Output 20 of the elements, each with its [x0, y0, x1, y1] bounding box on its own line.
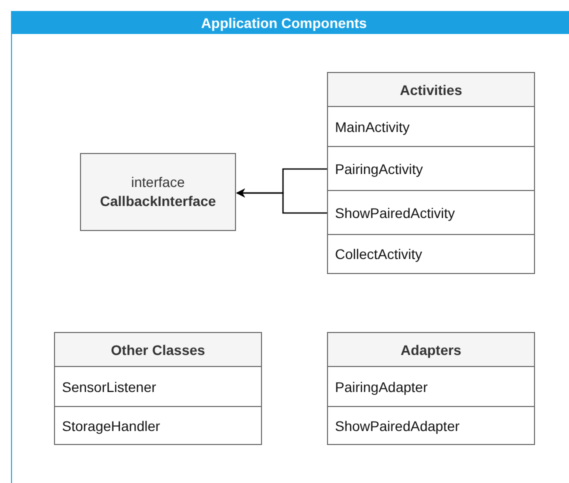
- class-group-box: [54, 332, 262, 445]
- class-entry: SensorListener: [55, 367, 261, 406]
- interface-box: [80, 153, 236, 231]
- class-group-box: [327, 72, 535, 274]
- panel-title: Application Components: [12, 12, 569, 34]
- group-heading: Adapters: [328, 333, 534, 367]
- class-entry: StorageHandler: [55, 406, 261, 444]
- class-entry: PairingAdapter: [328, 367, 534, 406]
- group-heading: Activities: [328, 73, 534, 107]
- class-entry: PairingActivity: [328, 146, 534, 190]
- class-entry: MainActivity: [328, 107, 534, 146]
- group-heading: Other Classes: [55, 333, 261, 367]
- interface-name: CallbackInterface: [100, 192, 216, 211]
- container-panel: [11, 11, 569, 483]
- class-entry: ShowPairedActivity: [328, 190, 534, 234]
- class-group-box: [327, 332, 535, 445]
- class-entry: ShowPairedAdapter: [328, 406, 534, 444]
- class-entry: CollectActivity: [328, 234, 534, 273]
- stereotype-label: interface: [131, 173, 185, 192]
- connector-arrow: [236, 188, 329, 214]
